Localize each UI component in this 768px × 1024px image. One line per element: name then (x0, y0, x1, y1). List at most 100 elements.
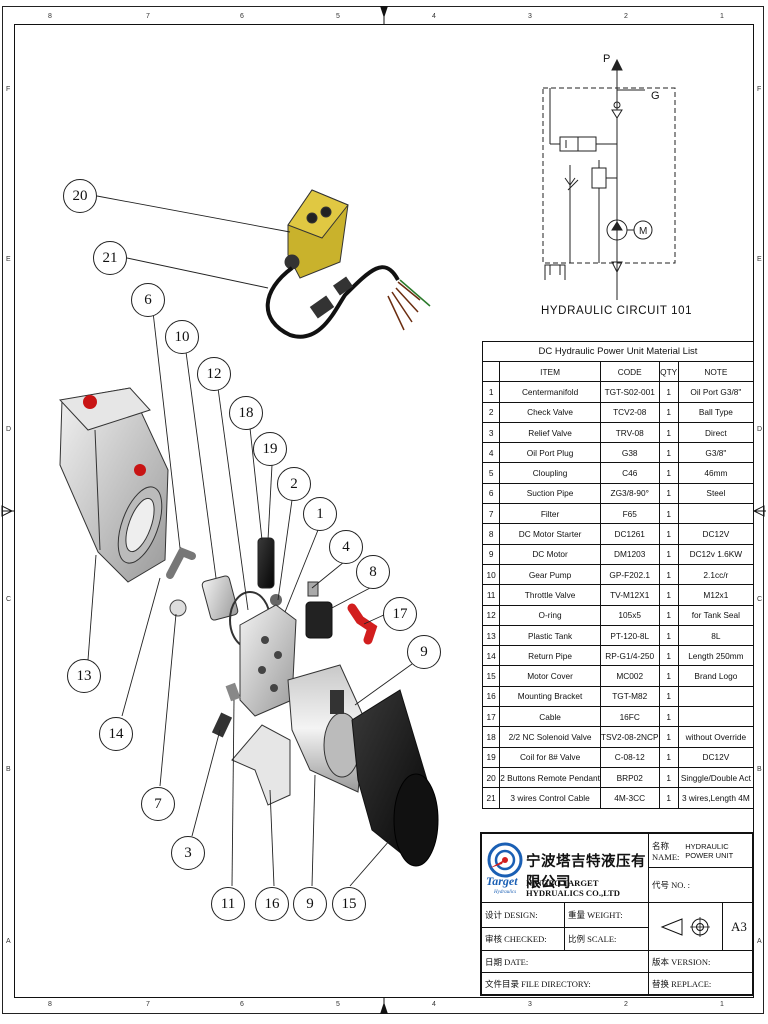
zone-label: D (6, 426, 12, 433)
table-cell: 12 (481, 604, 501, 626)
table-cell: MC002 (599, 665, 660, 687)
zone-label: 7 (146, 13, 150, 20)
table-cell: C-08-12 (599, 746, 660, 768)
checked-cell: 审核 CHECKED: (481, 927, 565, 951)
scale-label: 比例 SCALE: (568, 934, 617, 944)
header-cell (481, 360, 501, 383)
table-cell: 1 (658, 624, 679, 647)
table-cell: 1 (658, 706, 679, 728)
projection-symbol-cell (648, 902, 723, 951)
table-cell: Singgle/Double Act (677, 766, 755, 789)
table-cell: Cable (499, 706, 601, 728)
table-cell: 16 (481, 685, 501, 708)
table-cell: 1 (658, 442, 679, 464)
company-name-cn: 宁波塔吉特液压有限公司 (526, 854, 646, 891)
zone-label: E (6, 256, 11, 263)
logo-subtext: Hydraulics (494, 890, 517, 895)
code-label: 代号 NO. : (652, 880, 691, 890)
table-cell: Gear Pump (499, 563, 601, 586)
table-cell: Throttle Valve (499, 584, 601, 606)
material-list-table: DC Hydraulic Power Unit Material List IT… (481, 341, 755, 809)
replace-label: 替换 REPLACE: (652, 978, 712, 989)
zone-label: 3 (528, 13, 532, 20)
table-cell: Plastic Tank (499, 624, 601, 647)
table-cell: DM1203 (599, 543, 660, 565)
table-cell: RP-G1/4-250 (599, 645, 660, 667)
circuit-title: HYDRAULIC CIRCUIT 101 (541, 305, 693, 317)
company-cell: Target Hydraulics 宁波塔吉特液压有限公司 NINGBO TAR… (481, 833, 649, 903)
table-cell: 1 (658, 482, 679, 505)
zone-label: B (757, 766, 762, 773)
table-cell: F65 (599, 503, 660, 525)
version-label: 版本 VERSION: (652, 956, 711, 967)
table-cell: Relief Valve (499, 421, 601, 444)
table-cell: 7 (481, 503, 501, 525)
part-balloon: 16 (255, 887, 289, 921)
table-cell: TCV2-08 (599, 401, 660, 423)
zone-label: 6 (240, 1001, 244, 1008)
table-cell: 8L (677, 624, 755, 647)
zone-label: 1 (720, 1001, 724, 1008)
part-balloon: 9 (293, 887, 327, 921)
zone-label: 3 (528, 1001, 532, 1008)
zone-label: A (6, 938, 11, 945)
material-list-title: DC Hydraulic Power Unit Material List (482, 341, 754, 362)
part-balloon: 4 (329, 530, 363, 564)
table-cell: 3 (481, 421, 501, 444)
header-cell: NOTE (677, 360, 755, 383)
table-cell: C46 (599, 462, 660, 484)
motor-cover (351, 689, 439, 867)
zone-label: 6 (240, 13, 244, 20)
table-cell: G3/8" (677, 442, 755, 464)
header-cell: ITEM (499, 360, 601, 383)
checked-label: 审核 CHECKED: (485, 934, 547, 944)
table-cell: 17 (481, 706, 501, 728)
name-label: 名称 NAME: (652, 840, 680, 862)
port-g-label: G (651, 90, 660, 102)
part-balloon: 20 (63, 179, 97, 213)
table-cell: 8 (481, 523, 501, 545)
zone-label: B (6, 766, 11, 773)
zone-label: F (757, 86, 762, 93)
table-cell: 1 (658, 726, 679, 748)
table-cell: 1 (658, 523, 679, 545)
zone-label: C (6, 596, 12, 603)
table-cell: 1 (658, 665, 679, 687)
table-cell: TGT-M82 (599, 685, 660, 708)
scale-cell: 比例 SCALE: (564, 927, 649, 951)
sheet-size: A3 (731, 918, 747, 934)
table-cell: 13 (481, 624, 501, 647)
table-cell: 9 (481, 543, 501, 565)
table-cell: TGT-S02-001 (599, 381, 660, 403)
table-cell: 5 (481, 462, 501, 484)
table-cell: Ball Type (677, 401, 755, 423)
table-cell: 2/2 NC Solenoid Valve (499, 726, 601, 748)
date-label: 日期 DATE: (485, 956, 529, 967)
table-cell: 16FC (599, 706, 660, 728)
zone-label: E (757, 256, 762, 263)
zone-label: C (757, 596, 763, 603)
zone-label: 2 (624, 13, 628, 20)
table-cell: Motor Cover (499, 665, 601, 687)
version-cell: 版本 VERSION: (648, 950, 753, 973)
zone-label: A (757, 938, 762, 945)
part-balloon: 7 (141, 787, 175, 821)
table-cell: TV-M12X1 (599, 584, 660, 606)
table-cell: O-ring (499, 604, 601, 626)
table-cell: DC1261 (599, 523, 660, 545)
table-cell: 1 (658, 604, 679, 626)
